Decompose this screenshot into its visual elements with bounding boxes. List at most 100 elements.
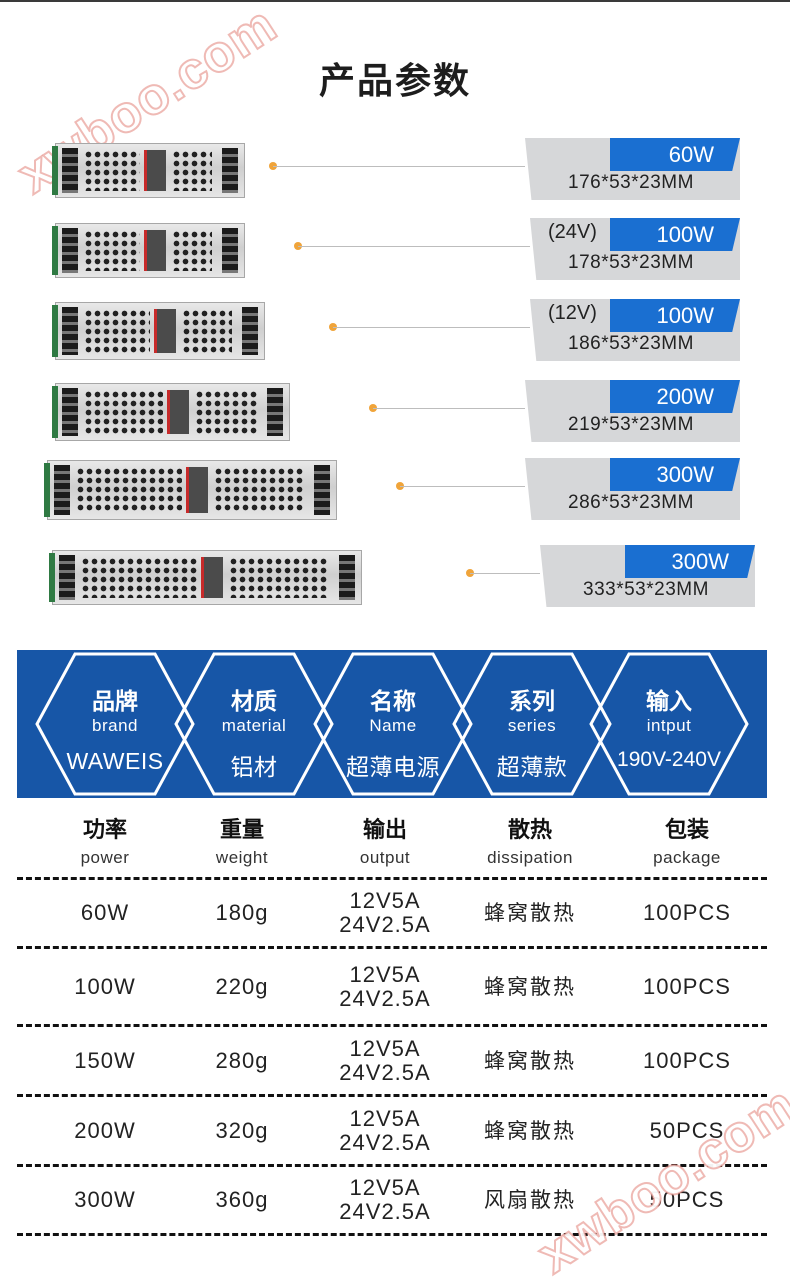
cell-dissipation: 蜂窝散热 (484, 1119, 576, 1143)
cell-package: 100PCS (643, 1048, 731, 1073)
product-row: 100W (24V) 178*53*23MM (0, 218, 790, 282)
power-supply-image (49, 550, 362, 605)
cell-package: 50PCS (649, 1118, 725, 1143)
power-supply-image (52, 143, 245, 198)
header-output: 输出 output (310, 812, 460, 868)
cell-power: 60W (80, 900, 130, 925)
header-en: package (653, 848, 721, 867)
banner-item-series: 系列 series 超薄款 (452, 652, 612, 796)
product-row: 300W 286*53*23MM (0, 458, 790, 522)
table-divider (17, 1233, 767, 1236)
voltage-label: (24V) (548, 221, 597, 243)
top-rule (0, 0, 790, 2)
table-divider (17, 1164, 767, 1167)
header-en: dissipation (487, 848, 573, 867)
power-label: 200W (610, 380, 740, 413)
power-supply-image (52, 383, 290, 441)
spec-tag: 100W (24V) 178*53*23MM (530, 218, 740, 280)
banner-label-en: material (221, 716, 287, 735)
cell-weight: 180g (215, 900, 269, 925)
output-line-2: 24V2.5A (339, 986, 431, 1011)
dimensions-label: 176*53*23MM (568, 172, 694, 193)
output-line-2: 24V2.5A (339, 1130, 431, 1155)
table-divider (17, 946, 767, 949)
cell-weight: 320g (215, 1118, 269, 1143)
cell-power: 150W (74, 1048, 136, 1073)
banner-label-en: series (507, 716, 557, 735)
power-label: 100W (610, 218, 740, 251)
leader-line (333, 327, 530, 328)
power-supply-image (44, 460, 337, 520)
info-banner: 品牌 brand WAWEIS 材质 material 铝材 名称 Name 超… (17, 650, 767, 798)
banner-item-brand: 品牌 brand WAWEIS (35, 652, 195, 796)
banner-label-cn: 品牌 (92, 689, 138, 715)
header-package: 包装 package (612, 812, 762, 868)
power-label: 100W (610, 299, 740, 332)
cell-weight: 280g (215, 1048, 269, 1073)
cell-package: 50PCS (649, 1187, 725, 1212)
leader-line (298, 246, 530, 247)
output-line-1: 12V5A (349, 962, 421, 987)
product-row: 60W 176*53*23MM (0, 138, 790, 202)
cell-dissipation: 蜂窝散热 (484, 901, 576, 925)
banner-label-cn: 系列 (509, 689, 555, 715)
banner-item-material: 材质 material 铝材 (174, 652, 334, 796)
cell-dissipation: 蜂窝散热 (484, 1049, 576, 1073)
output-line-1: 12V5A (349, 1175, 421, 1200)
header-weight: 重量 weight (167, 812, 317, 868)
table-divider (17, 1094, 767, 1097)
banner-value: 190V-240V (617, 748, 721, 771)
spec-table-header: 功率 power 重量 weight 输出 output 散热 dissipat… (17, 812, 767, 872)
power-supply-image (52, 302, 265, 360)
output-line-1: 12V5A (349, 888, 421, 913)
spec-tag: 300W 286*53*23MM (525, 458, 740, 520)
cell-dissipation: 蜂窝散热 (484, 975, 576, 999)
banner-label-cn: 名称 (370, 689, 416, 715)
leader-line (470, 573, 540, 574)
leader-line (373, 408, 525, 409)
dimensions-label: 333*53*23MM (583, 579, 709, 600)
banner-item-input: 输入 intput 190V-240V (589, 652, 749, 796)
cell-power: 300W (74, 1187, 136, 1212)
banner-value: 超薄款 (496, 754, 568, 780)
cell-power: 200W (74, 1118, 136, 1143)
header-cn: 重量 (219, 818, 264, 843)
page-title: 产品参数 (318, 61, 471, 102)
header-en: output (359, 848, 411, 867)
cell-package: 100PCS (643, 974, 731, 999)
output-line-2: 24V2.5A (339, 1060, 431, 1085)
table-divider (17, 1024, 767, 1027)
header-dissipation: 散热 dissipation (455, 812, 605, 868)
output-line-1: 12V5A (349, 1036, 421, 1061)
banner-label-cn: 输入 (646, 689, 692, 715)
header-cn: 功率 (82, 818, 127, 843)
product-row: 300W 333*53*23MM (0, 545, 790, 609)
banner-label-en: intput (646, 716, 692, 735)
dimensions-label: 178*53*23MM (568, 252, 694, 273)
dimensions-label: 219*53*23MM (568, 414, 694, 435)
spec-tag: 100W (12V) 186*53*23MM (530, 299, 740, 361)
header-en: power (80, 848, 130, 867)
header-power: 功率 power (30, 812, 180, 868)
banner-label-cn: 材质 (231, 689, 277, 715)
header-cn: 输出 (362, 818, 407, 843)
cell-dissipation: 风扇散热 (484, 1188, 576, 1212)
spec-tag: 300W 333*53*23MM (540, 545, 755, 607)
power-supply-image (52, 223, 245, 278)
banner-label-en: Name (369, 716, 417, 735)
power-label: 300W (610, 458, 740, 491)
cell-package: 100PCS (643, 900, 731, 925)
leader-line (273, 166, 525, 167)
product-row: 100W (12V) 186*53*23MM (0, 299, 790, 363)
output-line-2: 24V2.5A (339, 912, 431, 937)
cell-weight: 220g (215, 974, 269, 999)
